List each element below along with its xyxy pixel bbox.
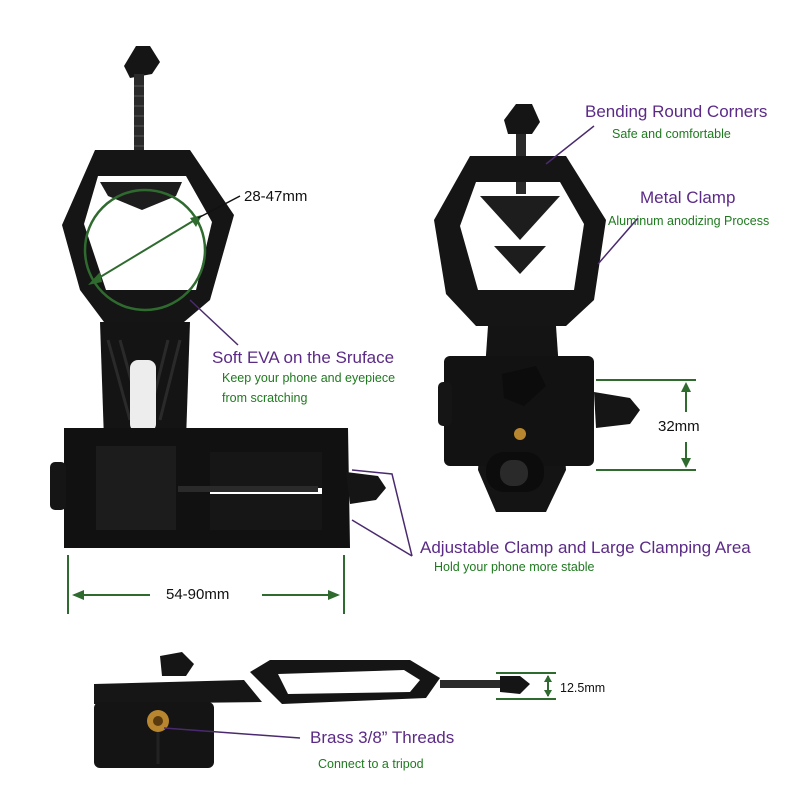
bending-corners-title: Bending Round Corners [585,102,768,121]
back-plate [444,356,594,466]
bending-corners-subtitle: Safe and comfortable [612,127,731,141]
side-hex [250,660,440,704]
v-block [100,182,182,210]
thickness-label: 12.5mm [560,681,606,695]
side-body [94,680,262,704]
side-view-adapter [94,652,530,768]
back-view-adapter [434,104,640,512]
eyepiece-dimension-arrow [88,195,241,285]
brass-pointer-line [163,727,301,739]
eva-surface-subtitle-2: from scratching [222,391,308,405]
top-knob [124,46,160,78]
clamp-height-dimension [596,379,696,471]
right-pointer-lines [545,125,639,265]
brass-threads-subtitle: Connect to a tripod [318,757,424,771]
top-right-knob [504,104,540,134]
right-clamp-knob [346,472,386,504]
side-top-knob [160,652,194,676]
side-block [94,702,214,768]
eva-surface-title: Soft EVA on the Sruface [212,348,395,367]
left-pointer-lines [189,299,413,557]
left-side-knob [50,462,66,510]
adjustable-clamp-title: Adjustable Clamp and Large Clamping Area [420,538,751,557]
adjustable-clamp-subtitle: Hold your phone more stable [434,560,595,574]
eyepiece-circle [83,188,207,312]
metal-clamp-subtitle: Aluminum anodizing Process [608,214,770,228]
phone-width-label: 54-90mm [166,586,230,603]
eyepiece-dimension-label: 28-47mm [244,188,308,205]
brass-thread-back [514,428,526,440]
brass-threads-title: Brass 3/8” Threads [310,728,455,747]
slider-slot [130,360,156,432]
side-screw [440,680,500,688]
back-knob [502,366,546,406]
metal-clamp-title: Metal Clamp [640,188,736,207]
hexagon-clamp-back [434,156,606,326]
phone-width-dimension [67,555,345,614]
front-view-adapter [50,46,386,548]
thickness-dimension [496,672,556,700]
side-end-knob [500,676,530,694]
eva-surface-subtitle-1: Keep your phone and eyepiece [222,371,396,385]
clamp-height-label: 32mm [658,418,700,435]
